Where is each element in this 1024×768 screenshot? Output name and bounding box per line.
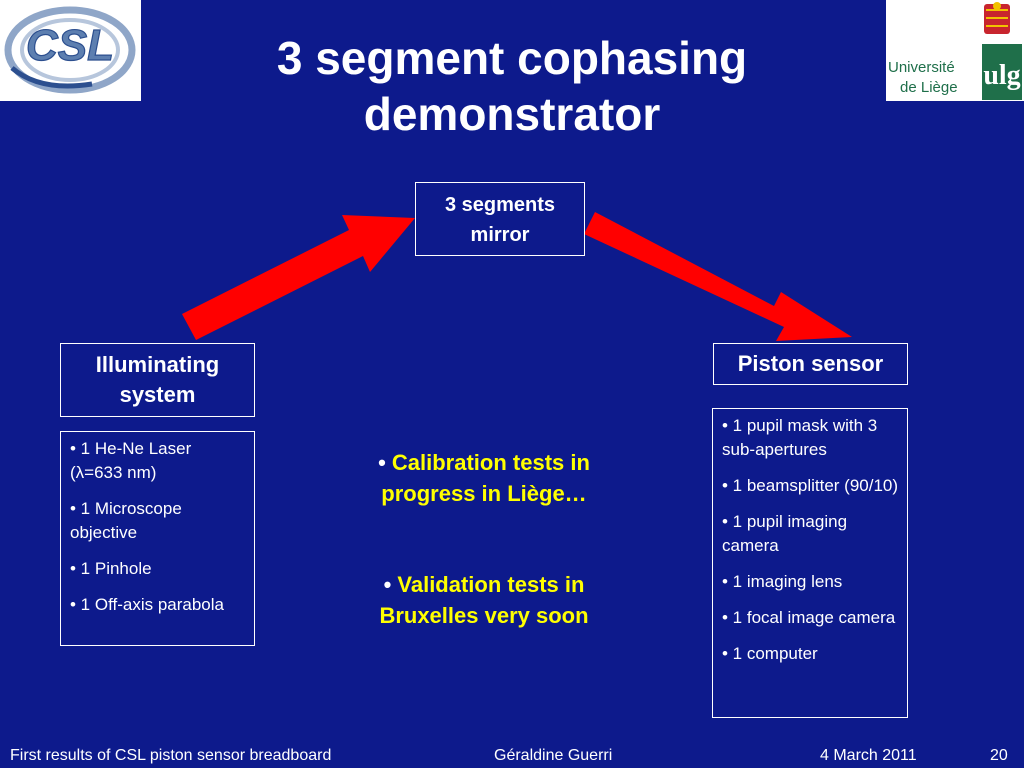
note-bullet: • — [378, 450, 386, 475]
mirror-label-line2: mirror — [470, 224, 530, 246]
list-item: • 1 focal image camera — [722, 608, 896, 627]
list-item: • 1 computer — [722, 644, 818, 663]
list-item: • 1 He-Ne Laser (λ=633 nm) — [70, 439, 192, 482]
arrow-to-mirror — [182, 215, 415, 340]
mirror-label-line1: 3 segments — [444, 194, 556, 216]
ulg-mark-text: ulg — [983, 60, 1020, 91]
validation-note-text: Validation tests in Bruxelles very soon — [379, 572, 589, 628]
list-item: • 1 Off-axis parabola — [70, 595, 224, 614]
calibration-note: • Calibration tests in progress in Liège… — [339, 447, 629, 509]
ulg-logo: Université de Liège ulg — [886, 0, 1024, 101]
piston-label: Piston sensor — [737, 351, 884, 376]
illuminating-system-box: Illuminating system — [60, 343, 255, 417]
csl-logo-text: CSL — [26, 21, 114, 70]
validation-note: • Validation tests in Bruxelles very soo… — [339, 569, 629, 631]
illum-label-line1: Illuminating — [95, 352, 220, 377]
list-item: • 1 imaging lens — [722, 572, 843, 591]
footer-presentation-title: First results of CSL piston sensor bread… — [10, 747, 332, 764]
list-item: • 1 beamsplitter (90/10) — [722, 476, 899, 495]
footer-date: 4 March 2011 — [820, 747, 917, 764]
list-item: • 1 pupil mask with 3 sub-apertures — [722, 416, 878, 459]
title-line-2: demonstrator — [363, 88, 661, 140]
mirror-box: 3 segments mirror — [415, 182, 585, 256]
calibration-note-text: Calibration tests in progress in Liège… — [381, 450, 590, 506]
slide-title: 3 segment cophasing demonstrator — [150, 30, 874, 142]
ulg-logo-text-line2: de Liège — [900, 79, 958, 96]
csl-logo: CSL — [0, 0, 141, 101]
illum-components-list: • 1 He-Ne Laser (λ=633 nm) • 1 Microscop… — [60, 431, 255, 646]
illum-label-line2: system — [119, 382, 196, 407]
slide-number: 20 — [990, 747, 1008, 764]
piston-sensor-box: Piston sensor — [713, 343, 908, 385]
list-item: • 1 Microscope objective — [70, 499, 182, 542]
list-item: • 1 pupil imaging camera — [722, 512, 848, 555]
list-item: • 1 Pinhole — [70, 559, 152, 578]
arrow-to-sensor — [584, 212, 852, 341]
ulg-logo-text-line1: Université — [888, 59, 955, 76]
note-bullet: • — [383, 572, 392, 597]
title-line-1: 3 segment cophasing — [276, 32, 748, 84]
footer-author: Géraldine Guerri — [494, 747, 613, 764]
piston-components-list: • 1 pupil mask with 3 sub-apertures • 1 … — [712, 408, 908, 718]
